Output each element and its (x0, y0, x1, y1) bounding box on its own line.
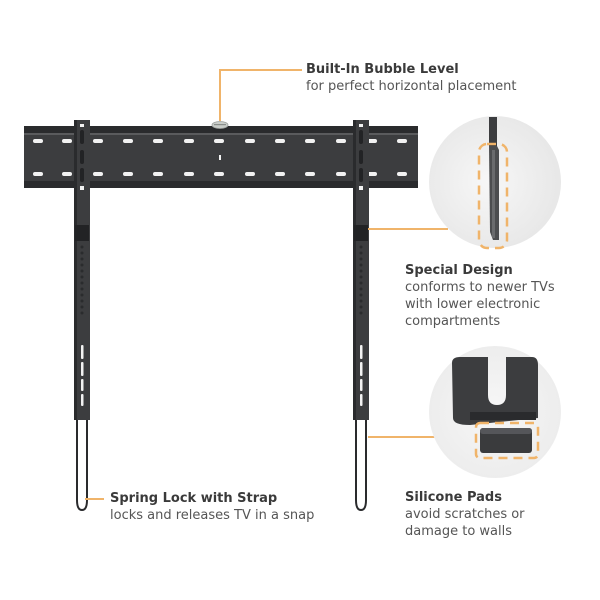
callout-bubble-level: Built-In Bubble Level for perfect horizo… (306, 61, 517, 95)
callout-silicone-pads: Silicone Pads avoid scratches or damage … (405, 489, 525, 540)
bubble-level-icon (211, 121, 229, 129)
callout-title: Silicone Pads (405, 490, 502, 505)
left-tv-arm (74, 120, 90, 512)
callout-title: Spring Lock with Strap (110, 491, 278, 506)
leader-lines (85, 69, 448, 500)
silicone-pad-icon (452, 357, 538, 453)
detail-circle-silicone-pads (429, 346, 561, 478)
callout-desc: with lower electronic (405, 297, 541, 312)
callout-desc: locks and releases TV in a snap (110, 508, 315, 523)
callout-desc: compartments (405, 314, 501, 329)
callout-title: Special Design (405, 263, 513, 278)
callout-desc: damage to walls (405, 524, 513, 539)
right-tv-arm (353, 120, 369, 512)
callout-desc: conforms to newer TVs (405, 280, 555, 295)
bracket-side-profile-icon (489, 117, 499, 240)
callout-title: Built-In Bubble Level (306, 62, 459, 77)
callout-desc: for perfect horizontal placement (306, 79, 517, 94)
callout-special-design: Special Design conforms to newer TVs wit… (405, 262, 555, 330)
detail-circle-special-design (429, 116, 561, 250)
callout-spring-lock: Spring Lock with Strap locks and release… (110, 490, 314, 524)
callout-desc: avoid scratches or (405, 507, 525, 522)
